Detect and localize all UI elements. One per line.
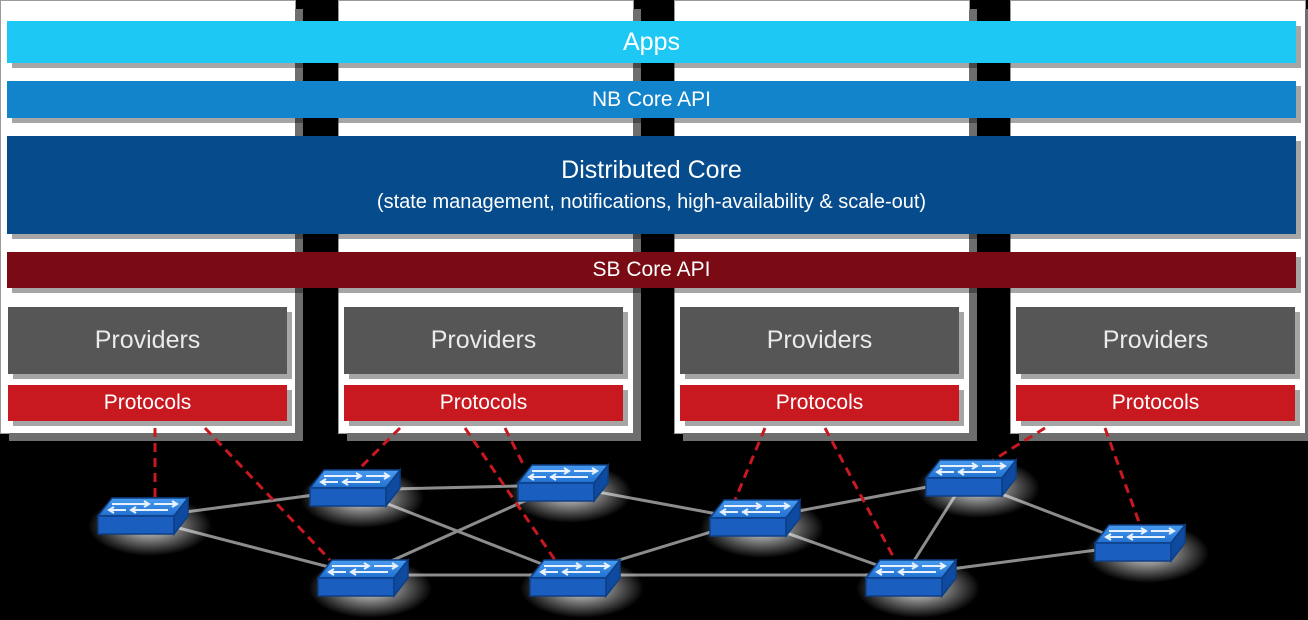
- distributed-core-layer: Distributed Core (state management, noti…: [7, 136, 1296, 234]
- apps-label: Apps: [623, 27, 680, 56]
- network-switch-icon: [519, 557, 645, 619]
- network-switch-icon: [87, 495, 213, 557]
- protocols-box-4: Protocols: [1016, 385, 1295, 421]
- network-switch-icon: [299, 467, 425, 529]
- network-switch-icon: [699, 497, 825, 559]
- nb-core-api-label: NB Core API: [591, 87, 712, 111]
- protocols-box-1: Protocols: [8, 385, 287, 421]
- network-switch-icon: [307, 557, 433, 619]
- sb-core-api-layer: SB Core API: [7, 252, 1296, 288]
- network-switch-icon: [915, 457, 1041, 519]
- network-switch-icon: [1084, 522, 1210, 584]
- providers-box-4: Providers: [1016, 307, 1295, 374]
- protocols-box-3: Protocols: [680, 385, 959, 421]
- nb-core-api-layer: NB Core API: [7, 81, 1296, 118]
- providers-box-1: Providers: [8, 307, 287, 374]
- network-switch-icon: [507, 462, 633, 524]
- providers-box-2: Providers: [344, 307, 623, 374]
- protocols-box-2: Protocols: [344, 385, 623, 421]
- providers-box-3: Providers: [680, 307, 959, 374]
- network-switch-icon: [855, 557, 981, 619]
- distributed-core-detail: (state management, notifications, high-a…: [376, 191, 927, 213]
- distributed-core-title: Distributed Core: [561, 156, 742, 184]
- sb-core-api-label: SB Core API: [592, 258, 711, 281]
- apps-layer: Apps: [7, 21, 1296, 63]
